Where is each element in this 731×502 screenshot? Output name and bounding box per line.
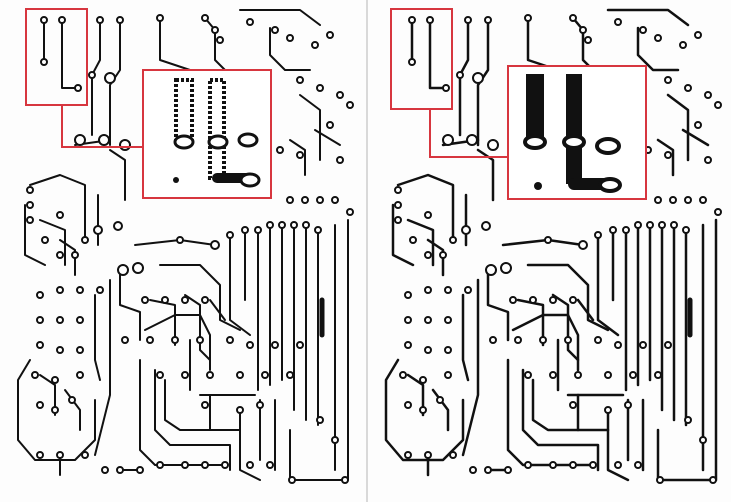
pcb-left-pads <box>26 14 354 484</box>
zoom-traces-left <box>173 78 261 188</box>
highlight-small-right <box>390 8 508 158</box>
pcb-panel-left <box>17 8 354 484</box>
highlight-small-left <box>25 8 143 148</box>
panel-divider <box>366 0 368 502</box>
pcb-panel-right <box>368 0 731 502</box>
pcb-left-svg <box>17 8 354 484</box>
highlight-zoom-left <box>142 69 272 199</box>
pcb-right-svg <box>384 8 722 484</box>
pcb-right-pads <box>394 14 722 484</box>
pcb-left-traces <box>17 9 349 481</box>
highlight-zoom-right <box>507 65 647 200</box>
zoom-traces-right <box>523 74 622 193</box>
